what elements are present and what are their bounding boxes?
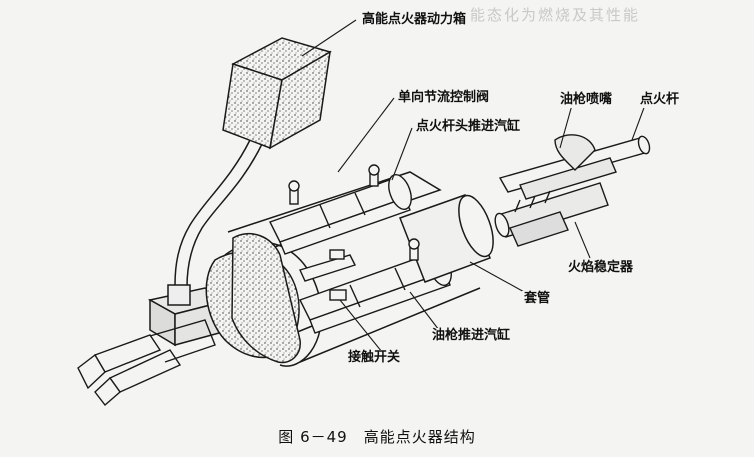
exploded-nozzle-assembly: [494, 134, 651, 247]
sleeve-tube: [399, 194, 494, 283]
label-oil-gun-nozzle: 油枪喷嘴: [558, 92, 615, 108]
electrical-connectors: [77, 319, 216, 407]
label-power-box: 高能点火器动力箱: [360, 12, 469, 28]
label-contact-switch: 接触开关: [346, 350, 403, 366]
front-plate: [231, 233, 301, 364]
oil-gun-cylinder-body: [299, 250, 452, 334]
power-hose: [174, 139, 263, 288]
figure-caption: 图 6－49 高能点火器结构: [278, 428, 476, 446]
label-flame-stabilizer: 火焰稳定器: [566, 260, 636, 276]
label-oil-gun-cylinder: 油枪推进汽缸: [430, 328, 513, 344]
label-igniter-rod-cylinder: 点火杆头推进汽缸: [414, 119, 523, 135]
contact-switch-body: [329, 289, 347, 301]
igniter-rod-cylinder-body: [269, 174, 412, 255]
label-check-valve: 单向节流控制阀: [396, 90, 492, 106]
label-igniter-rod: 点火杆: [638, 92, 682, 108]
control-knobs: [288, 164, 420, 282]
bleed-through-text: 能态化为燃烧及其性能: [470, 6, 641, 24]
label-sleeve: 套管: [522, 291, 553, 307]
power-box: [222, 37, 332, 150]
